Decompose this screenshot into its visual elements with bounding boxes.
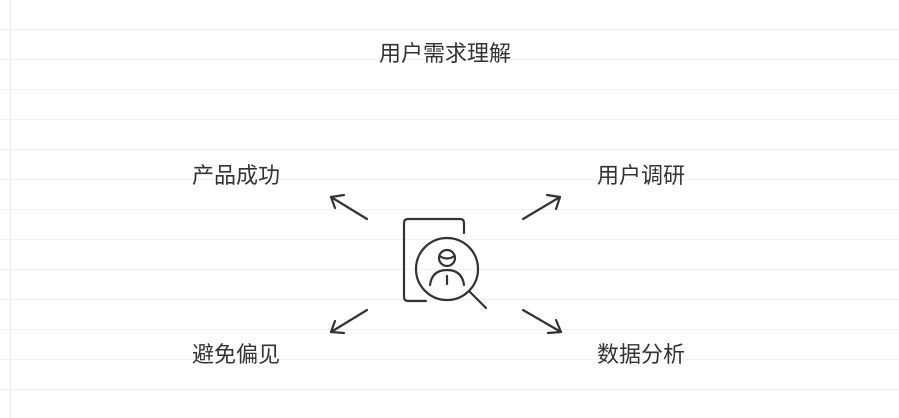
label-avoid-bias: 避免偏见: [192, 343, 281, 368]
label-data-analysis: 数据分析: [597, 343, 686, 368]
user-document-search-icon: [402, 217, 488, 310]
arrow-down-right-icon: [521, 308, 563, 335]
arrow-down-left-icon: [329, 308, 369, 335]
arrow-up-left-icon: [329, 193, 369, 221]
diagram-title: 用户需求理解: [378, 42, 511, 67]
arrow-up-right-icon: [521, 193, 562, 221]
label-product-success: 产品成功: [192, 164, 281, 189]
label-user-research: 用户调研: [597, 164, 686, 189]
